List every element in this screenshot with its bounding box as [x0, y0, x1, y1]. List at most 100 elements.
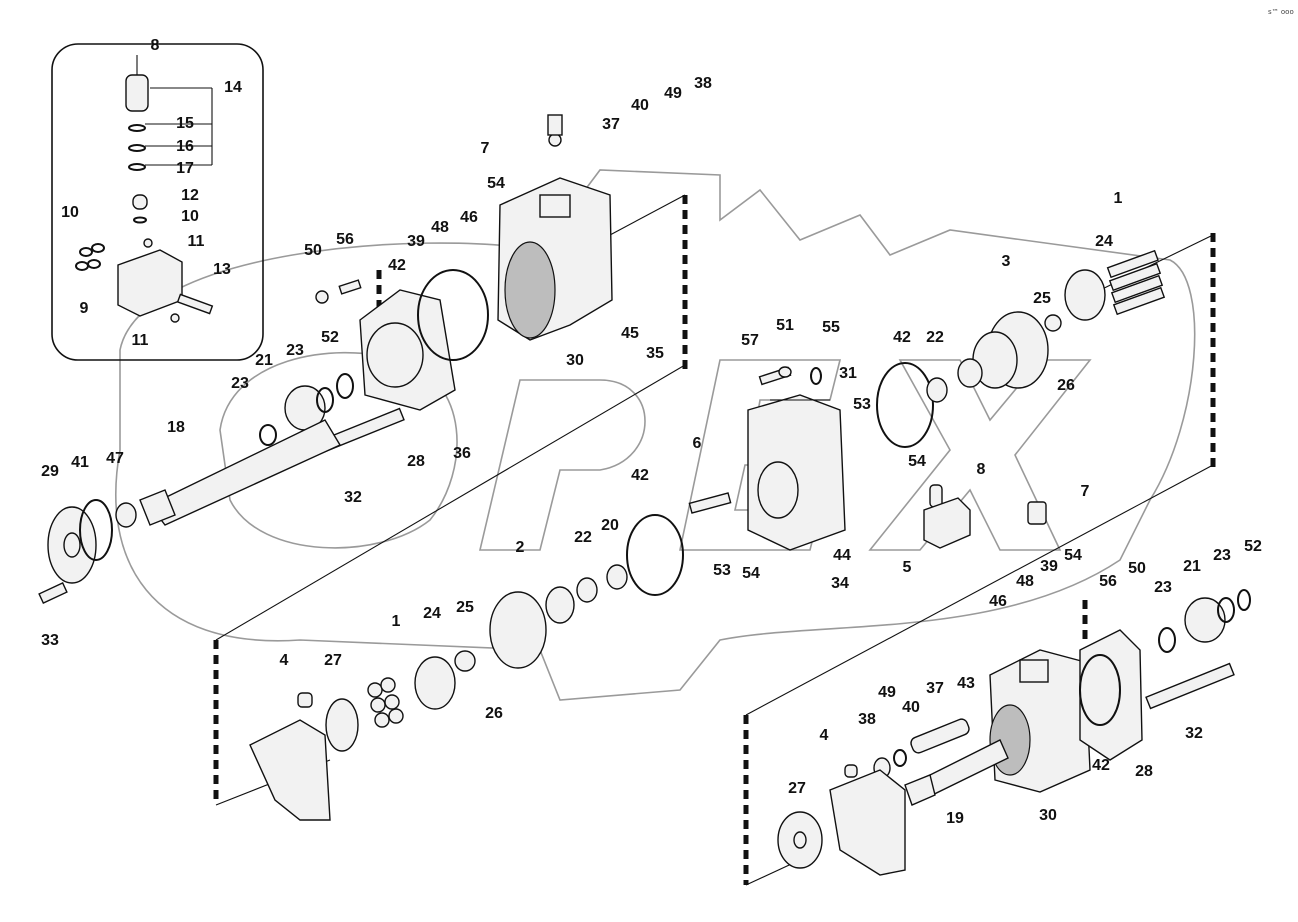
lower-housing	[989, 589, 1251, 793]
inset-callout-11: 11	[132, 332, 149, 349]
main-callout-16: 23	[231, 375, 249, 392]
main-callout-55: 26	[485, 705, 503, 722]
main-callout-32: 42	[893, 329, 911, 346]
main-callout-8: 39	[407, 233, 425, 250]
main-callout-60: 21	[1183, 558, 1201, 575]
main-callout-6: 48	[431, 219, 449, 236]
main-callout-59: 23	[1213, 547, 1231, 564]
main-callout-48: 42	[631, 467, 649, 484]
main-callout-13: 45	[621, 325, 639, 342]
inset-callout-7: 11	[188, 233, 205, 250]
lower-right-swash-plate	[777, 764, 906, 876]
main-callout-49: 20	[601, 517, 619, 534]
main-callout-9: 50	[304, 242, 322, 259]
main-callout-78: 28	[1135, 763, 1153, 780]
main-callout-41: 8	[977, 461, 986, 478]
right-solenoid-valve	[923, 484, 1047, 549]
main-callout-71: 49	[878, 684, 896, 701]
middle-block	[626, 362, 934, 596]
main-callout-28: 24	[1095, 233, 1113, 250]
main-callout-38: 53	[853, 396, 871, 413]
main-callout-50: 22	[574, 529, 592, 546]
main-callout-45: 34	[831, 575, 849, 592]
main-callout-1: 37	[602, 116, 620, 133]
main-callout-39: 6	[693, 435, 702, 452]
main-callout-11: 42	[388, 257, 406, 274]
inset-callout-10: 13	[213, 261, 231, 278]
main-callout-70: 40	[902, 699, 920, 716]
inset-callout-8: 10	[61, 204, 79, 221]
main-callout-26: 33	[41, 632, 59, 649]
main-callout-57: 27	[324, 652, 342, 669]
main-callout-18: 23	[286, 342, 304, 359]
main-callout-58: 52	[1244, 538, 1262, 555]
inset-callout-2: 15	[176, 115, 194, 132]
main-callout-64: 54	[1064, 547, 1082, 564]
watermark-logo	[115, 169, 1196, 701]
main-callout-62: 56	[1099, 573, 1117, 590]
main-callout-52: 1	[392, 613, 401, 630]
main-callout-76: 30	[1039, 807, 1057, 824]
main-callout-43: 5	[903, 559, 912, 576]
main-callout-22: 32	[344, 489, 362, 506]
main-callout-61: 50	[1128, 560, 1146, 577]
main-callout-67: 46	[989, 593, 1007, 610]
main-callout-17: 21	[255, 352, 273, 369]
main-callout-2: 40	[631, 97, 649, 114]
main-callout-19: 18	[167, 419, 185, 436]
inset-callout-5: 12	[181, 187, 199, 204]
main-callout-72: 38	[858, 711, 876, 728]
left-flange-assembly	[38, 499, 137, 604]
callout-labels: 8141516171210111091311737404938544846395…	[41, 37, 1262, 827]
main-callout-10: 56	[336, 231, 354, 248]
main-callout-7: 46	[460, 209, 478, 226]
inset-valve-parts	[75, 55, 214, 323]
main-callout-54: 25	[456, 599, 474, 616]
main-callout-20: 36	[453, 445, 471, 462]
main-callout-73: 4	[820, 727, 829, 744]
main-callout-36: 55	[822, 319, 840, 336]
main-callout-40: 54	[908, 453, 926, 470]
main-callout-44: 44	[833, 547, 851, 564]
main-callout-3: 49	[664, 85, 682, 102]
upper-shaft	[139, 419, 342, 526]
main-callout-12: 30	[566, 352, 584, 369]
upper-cover-plate	[259, 269, 489, 455]
main-callout-31: 26	[1057, 377, 1075, 394]
inset-frame	[51, 43, 264, 361]
right-cylinder-block	[926, 249, 1166, 403]
main-callout-21: 28	[407, 453, 425, 470]
main-callout-33: 22	[926, 329, 944, 346]
main-callout-74: 27	[788, 780, 806, 797]
main-callout-25: 47	[106, 450, 124, 467]
main-callout-27: 1	[1114, 190, 1123, 207]
middle-cylinder-block	[325, 564, 628, 752]
main-callout-37: 31	[839, 365, 857, 382]
lower-left-swash-plate	[249, 692, 331, 821]
main-callout-15: 52	[321, 329, 339, 346]
main-callout-77: 42	[1092, 757, 1110, 774]
inset-callout-9: 9	[80, 300, 89, 317]
inset-callout-4: 17	[176, 160, 194, 177]
main-callout-51: 2	[516, 539, 525, 556]
pistons-lower	[367, 677, 404, 728]
main-callout-47: 54	[742, 565, 760, 582]
main-callout-63: 23	[1154, 579, 1172, 596]
main-callout-4: 38	[694, 75, 712, 92]
main-callout-56: 4	[280, 652, 289, 669]
inset-callout-0: 8	[151, 37, 160, 54]
main-callout-35: 51	[776, 317, 794, 334]
piston-bolts-right	[1106, 249, 1166, 316]
main-callout-65: 39	[1040, 558, 1058, 575]
inset-callout-6: 10	[181, 208, 199, 225]
main-callout-53: 24	[423, 605, 441, 622]
main-callout-68: 43	[957, 675, 975, 692]
main-callout-5: 54	[487, 175, 505, 192]
main-callout-14: 35	[646, 345, 664, 362]
main-callout-42: 7	[1081, 483, 1090, 500]
upper-housing	[497, 114, 613, 341]
main-callout-75: 19	[946, 810, 964, 827]
main-callout-79: 32	[1185, 725, 1203, 742]
inset-callout-1: 14	[224, 79, 242, 96]
